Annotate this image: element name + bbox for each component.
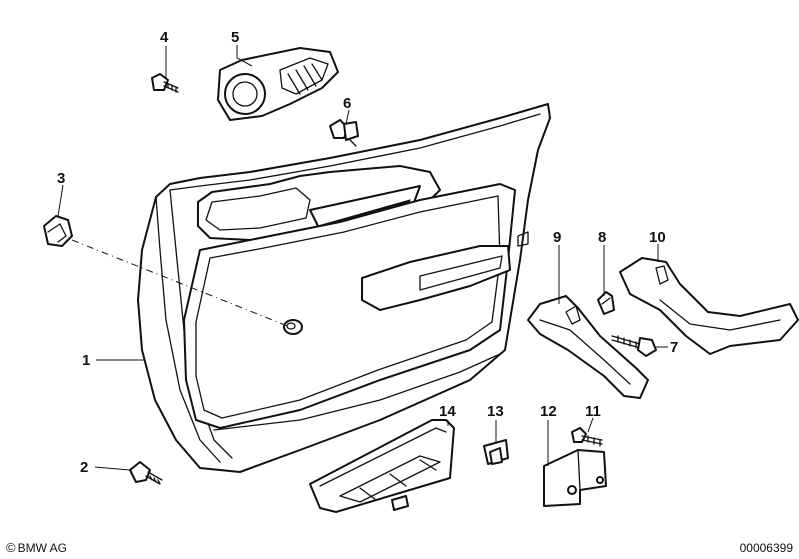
callout-12: 12 — [540, 403, 557, 420]
screw-part-11[interactable] — [571, 427, 603, 447]
screw-part-2[interactable] — [129, 461, 163, 485]
copyright-text: BMW AG — [17, 540, 67, 555]
callout-2: 2 — [80, 459, 88, 476]
cap-part-8[interactable] — [597, 291, 615, 315]
clip-part-13[interactable] — [483, 439, 509, 465]
callout-11: 11 — [585, 403, 601, 420]
bracket-part-12[interactable] — [543, 449, 607, 507]
callout-1: 1 — [82, 352, 90, 369]
callout-5: 5 — [231, 29, 239, 46]
storage-pocket-part-14[interactable] — [309, 419, 455, 513]
callout-13: 13 — [487, 403, 504, 420]
leader-6 — [345, 109, 350, 125]
callout-6: 6 — [343, 95, 351, 112]
callout-3: 3 — [57, 170, 65, 187]
callout-9: 9 — [553, 229, 561, 246]
fastener-axis-line — [71, 239, 291, 328]
screw-part-7[interactable] — [611, 335, 657, 357]
screw-part-4[interactable] — [151, 73, 179, 93]
leader-lines — [57, 45, 668, 471]
copyright-icon: © — [6, 540, 16, 555]
callout-labels: 1 2 3 4 5 6 7 8 9 10 11 12 13 14 — [57, 29, 678, 476]
copyright-notice: © BMW AG — [6, 540, 67, 555]
clip-part-6[interactable] — [329, 119, 359, 147]
vent-cover-part-5[interactable] — [217, 47, 339, 121]
callout-4: 4 — [160, 29, 169, 46]
leader-11 — [587, 417, 594, 433]
callout-7: 7 — [670, 339, 678, 356]
pull-handle-part-9[interactable] — [527, 295, 649, 399]
callout-8: 8 — [598, 229, 606, 246]
leader-2 — [94, 466, 131, 471]
callout-14: 14 — [439, 403, 456, 420]
leader-5 — [236, 45, 253, 67]
door-trim-panel[interactable] — [137, 103, 551, 473]
clip-part-3[interactable] — [43, 215, 73, 247]
callout-10: 10 — [649, 229, 666, 246]
pull-handle-part-10[interactable] — [619, 257, 799, 355]
leader-3 — [57, 184, 64, 217]
diagram-id: 00006399 — [739, 541, 793, 555]
